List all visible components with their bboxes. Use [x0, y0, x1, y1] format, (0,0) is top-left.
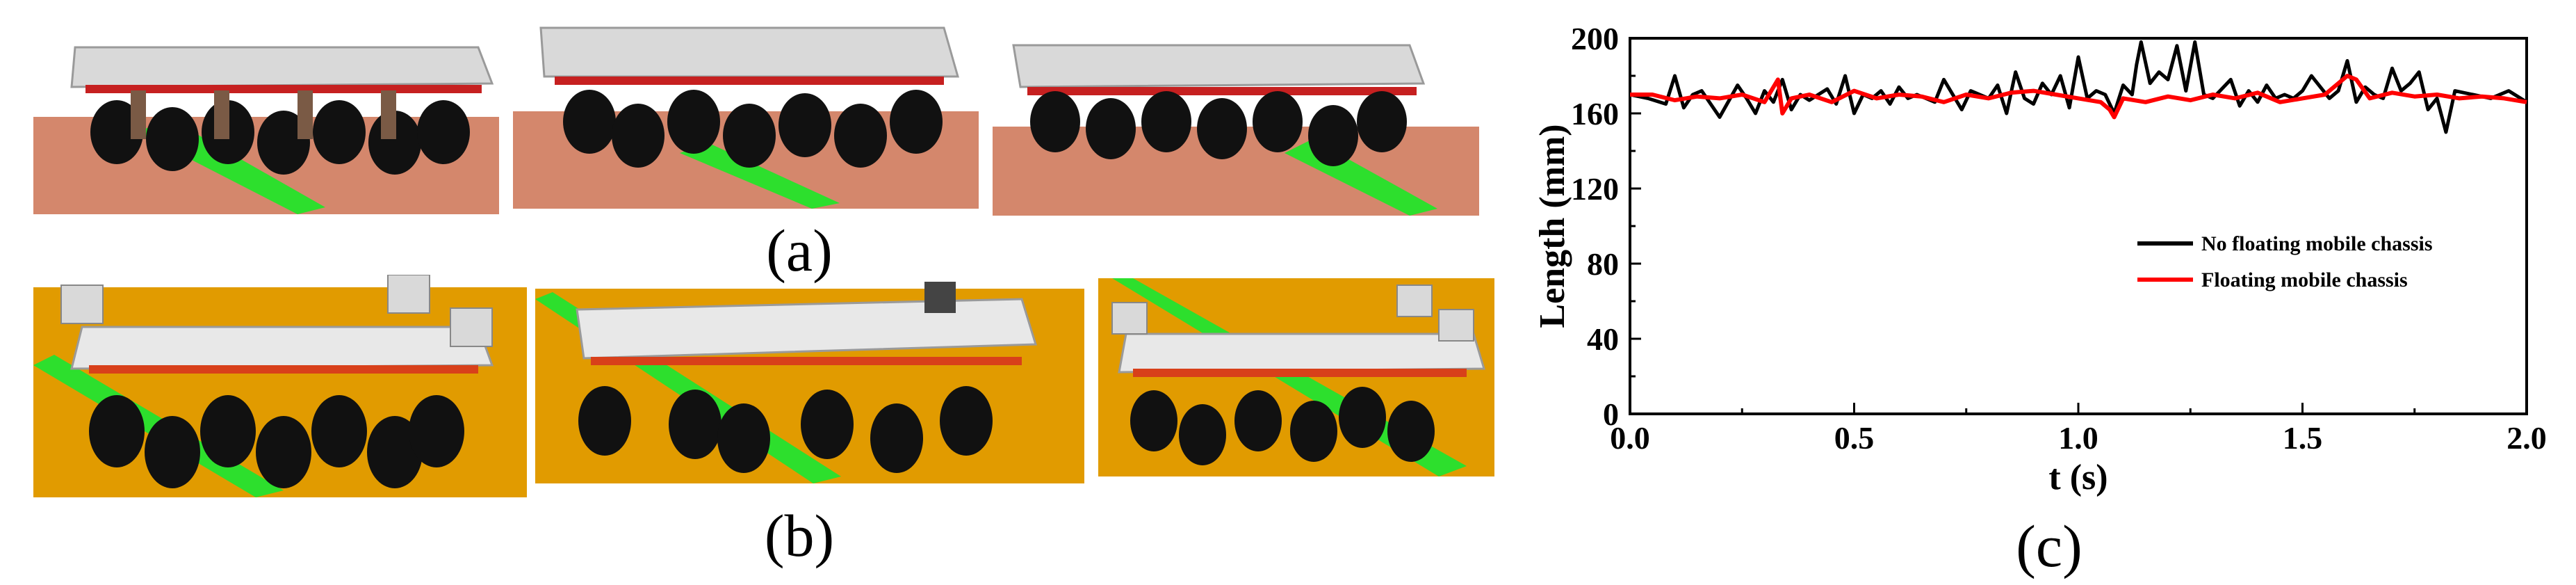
deck-rail: [1027, 87, 1417, 95]
wheel-row: [1130, 387, 1435, 465]
mount-box: [1396, 285, 1433, 317]
panel-a-image-1: [33, 46, 499, 214]
x-tick-label: 0.0: [1610, 420, 1650, 456]
x-tick-label: 1.0: [2058, 420, 2098, 456]
legend-label: Floating mobile chassis: [2201, 269, 2408, 291]
chart-axes: 0.0 0.5 1.0 1.5 2.0 0 40 80 120 160 200 t (s) Length…: [1533, 21, 2547, 497]
pipe: [680, 143, 840, 209]
series-line-floating: [1630, 74, 2527, 120]
mount-box: [1111, 302, 1148, 335]
mount-box: [60, 285, 104, 324]
y-tick-label: 40: [1587, 321, 1619, 357]
x-tick-label: 0.5: [1834, 420, 1875, 456]
deck: [539, 26, 959, 78]
deck: [1012, 44, 1426, 88]
series-line-no-floating: [1629, 40, 2528, 134]
wheel-row: [1030, 91, 1407, 166]
mount-box: [1438, 309, 1474, 342]
x-axis-title: t (s): [2048, 458, 2108, 497]
panel-b-image-2: [535, 282, 1084, 483]
caption-c: (c): [2016, 513, 2082, 579]
wheel-row: [563, 90, 943, 168]
panel-a-image-3: [993, 44, 1479, 216]
deck: [70, 326, 494, 370]
y-tick-label: 120: [1571, 171, 1619, 207]
caption-b: (b): [764, 502, 835, 569]
wheel-row: [89, 395, 464, 488]
mount-box: [924, 282, 956, 313]
deck-rail: [1133, 369, 1467, 377]
wheel-row: [90, 100, 470, 175]
x-tick-label: 1.5: [2283, 420, 2323, 456]
caption-a: (a): [766, 217, 833, 284]
x-tick-label: 2.0: [2506, 420, 2547, 456]
panel-a-image-2: [513, 26, 979, 209]
y-tick-label: 0: [1603, 396, 1619, 432]
chart-series-layer: [1629, 40, 2528, 134]
mount-box: [450, 307, 493, 347]
y-tick-label: 80: [1587, 246, 1619, 282]
deck: [1118, 332, 1486, 374]
panel-b-image-1: [33, 275, 527, 497]
deck-rail: [89, 365, 478, 374]
y-tick-label: 200: [1571, 21, 1619, 56]
y-tick-label: 160: [1571, 96, 1619, 131]
y-axis-title: Length (mm): [1533, 124, 1572, 328]
legend-label: No floating mobile chassis: [2201, 232, 2433, 255]
mount-box: [387, 275, 430, 314]
panel-b-image-3: [1098, 278, 1494, 476]
deck-rail: [591, 357, 1022, 365]
deck: [576, 298, 1038, 360]
length-line-chart: 0.0 0.5 1.0 1.5 2.0 0 40 80 120 160 200 t (s) Length…: [1533, 21, 2547, 497]
deck-rail: [555, 77, 944, 85]
wheel-row: [578, 386, 993, 473]
deck: [70, 46, 494, 88]
